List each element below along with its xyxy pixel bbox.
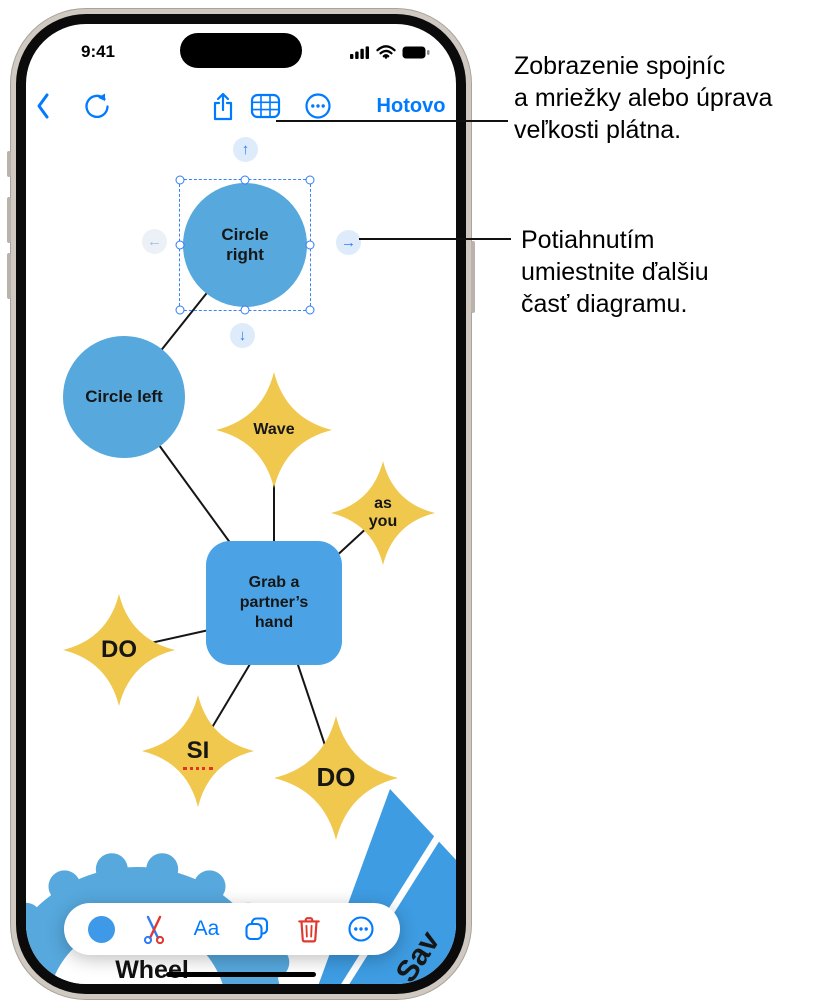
shape-star-as-you[interactable]: as you (331, 461, 435, 565)
callout-line-text: umiestnite ďalšiu (521, 258, 709, 286)
color-well-icon (88, 915, 116, 943)
arrow-left-icon: ← (147, 233, 162, 250)
star-glyph (63, 594, 175, 706)
bezel: 9:41 (16, 14, 466, 994)
nav-toolbar: Hotovo (26, 90, 456, 126)
selection-handle[interactable] (305, 240, 315, 250)
ellipsis-circle-icon (346, 914, 376, 944)
star-glyph (142, 695, 254, 807)
undo-icon (82, 91, 112, 121)
contextual-toolbar: Aa (64, 903, 400, 955)
shape-label: as you (368, 494, 398, 530)
selection-handle[interactable] (305, 305, 315, 315)
undo-button[interactable] (82, 90, 112, 122)
callout-grid-note: Zobrazenie spojníc a mriežky alebo úprav… (514, 50, 772, 146)
wifi-icon (376, 45, 396, 59)
arrow-right-icon: → (341, 234, 356, 251)
duplicate-button[interactable] (243, 915, 271, 943)
selection-handle[interactable] (240, 175, 250, 185)
text-style-button[interactable]: Aa (193, 917, 220, 940)
shape-star-do-bottom[interactable]: DO (274, 716, 398, 840)
wheel-shape-label: Wheel (115, 956, 189, 984)
delete-button[interactable] (296, 915, 322, 943)
shape-label: DO (101, 636, 137, 664)
status-time: 9:41 (80, 42, 116, 61)
trash-icon (296, 915, 322, 943)
chevron-left-icon (35, 92, 50, 120)
shape-label: Circle left (85, 386, 163, 406)
star-glyph (331, 461, 435, 565)
shape-label: Circle right (221, 224, 269, 264)
done-button[interactable]: Hotovo (376, 94, 446, 117)
shape-circle-right[interactable]: Circle right (183, 183, 307, 307)
fill-color-button[interactable] (88, 915, 116, 943)
more-options-button[interactable] (346, 914, 376, 944)
volume-up-button (7, 197, 11, 243)
back-button[interactable] (30, 90, 54, 122)
shape-star-wave[interactable]: Wave (216, 372, 332, 488)
cellular-signal-icon (350, 45, 370, 59)
duplicate-icon (243, 915, 271, 943)
cut-button[interactable] (139, 914, 169, 944)
volume-down-button (7, 253, 11, 299)
shape-star-si[interactable]: SI (142, 695, 254, 807)
freeform-canvas[interactable]: Sav Circle right Circle left W (26, 24, 456, 984)
selection-handle[interactable] (240, 305, 250, 315)
callout-line-text: Potiahnutím (521, 226, 655, 254)
shape-label: DO (316, 762, 356, 793)
shape-star-do-left[interactable]: DO (63, 594, 175, 706)
iphone-frame: 9:41 (7, 8, 475, 1000)
callout-pointer-line-arrow (359, 238, 511, 240)
callout-line-text: veľkosti plátna. (514, 116, 682, 144)
add-shape-left-arrow[interactable]: ← (142, 229, 167, 254)
add-shape-up-arrow[interactable]: ↑ (233, 137, 258, 162)
view-options-button[interactable] (249, 90, 281, 122)
arrow-up-icon: ↑ (241, 141, 250, 158)
selection-handle[interactable] (305, 175, 315, 185)
home-indicator[interactable] (166, 972, 316, 977)
add-shape-right-arrow[interactable]: → (336, 230, 361, 255)
battery-icon (402, 46, 430, 59)
callout-line-text: časť diagramu. (521, 290, 688, 318)
callout-line-text: Zobrazenie spojníc (514, 52, 726, 80)
star-glyph (216, 372, 332, 488)
shape-square-grab[interactable]: Grab a partner’s hand (206, 541, 342, 665)
callout-pointer-line-grid (276, 120, 508, 122)
mute-switch (7, 151, 11, 177)
selection-handle[interactable] (175, 240, 185, 250)
power-button (471, 241, 475, 313)
shape-label: Wave (253, 420, 295, 438)
spellcheck-underline (183, 767, 213, 770)
selection-handle[interactable] (175, 175, 185, 185)
star-glyph (274, 716, 398, 840)
share-button[interactable] (208, 90, 238, 122)
shape-circle-left[interactable]: Circle left (63, 336, 185, 458)
arrow-down-icon: ↓ (238, 327, 247, 344)
shape-label: Grab a partner’s hand (239, 574, 309, 631)
ellipsis-circle-icon (303, 91, 333, 121)
callout-drag-note: Potiahnutím umiestnite ďalšiu časť diagr… (521, 224, 709, 320)
more-button[interactable] (303, 90, 333, 122)
share-icon (210, 91, 236, 122)
shape-label: SI (186, 737, 210, 765)
grid-canvas-icon (250, 92, 281, 120)
callout-line-text: a mriežky alebo úprava (514, 84, 773, 112)
add-shape-down-arrow[interactable]: ↓ (230, 323, 255, 348)
screen: 9:41 (26, 24, 456, 984)
selection-handle[interactable] (175, 305, 185, 315)
scissors-icon (139, 914, 169, 944)
dynamic-island (180, 33, 302, 68)
status-icons (350, 45, 430, 59)
